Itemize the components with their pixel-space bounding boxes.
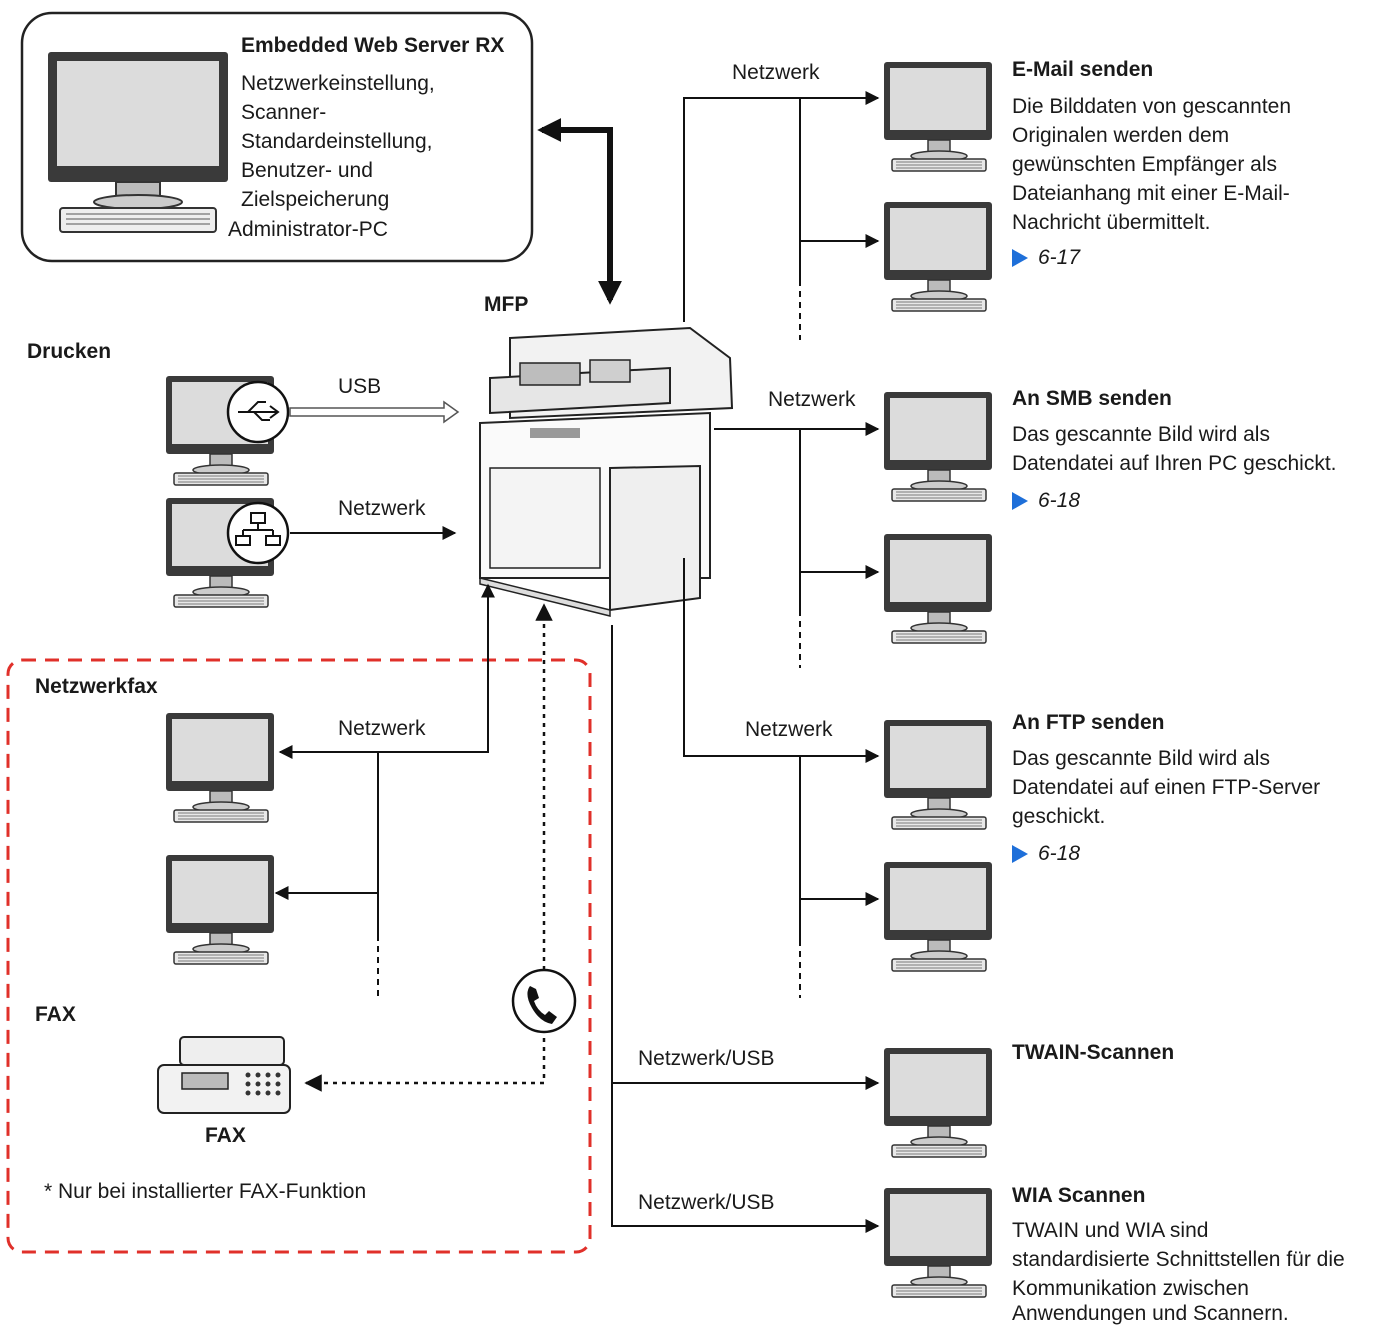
ftp-ref-link[interactable]: 6-18 [1012, 839, 1080, 868]
smb-line-label: Netzwerk [768, 388, 856, 411]
email-ref: 6-17 [1038, 246, 1081, 269]
smb-title: An SMB senden [1012, 387, 1172, 410]
email-desc-4: Dateianhang mit einer E-Mail- [1012, 182, 1290, 205]
email-desc-1: Die Bilddaten von gescannten [1012, 95, 1292, 118]
admin-pc-caption: Administrator-PC [228, 218, 388, 241]
wia-title: WIA Scannen [1012, 1184, 1146, 1207]
admin-box [20, 11, 534, 263]
admin-box-title: Embedded Web Server RX [241, 34, 505, 57]
admin-mfp-link [537, 118, 622, 305]
ref-triangle-icon [1012, 492, 1028, 510]
fax-note: * Nur bei installierter FAX-Funktion [44, 1180, 367, 1203]
netfax-title: Netzwerkfax [35, 675, 158, 698]
fax-device-label: FAX [205, 1124, 246, 1147]
print-usb-label: USB [338, 375, 382, 398]
fax-device-icon [157, 1036, 291, 1114]
smb-pc-1 [883, 391, 993, 502]
wia-desc-4: Anwendungen und Scannern. [1012, 1302, 1289, 1325]
fax-title: FAX [35, 1003, 76, 1026]
mfp-device [479, 326, 734, 617]
ftp-desc-2: Datendatei auf einen FTP-Server [1012, 776, 1321, 799]
ref-triangle-icon [1012, 845, 1028, 863]
smb-ref-link[interactable]: 6-18 [1012, 486, 1080, 515]
smb-desc-2: Datendatei auf Ihren PC geschickt. [1012, 452, 1337, 475]
ftp-ref: 6-18 [1038, 842, 1081, 865]
email-desc-2: Originalen werden dem [1012, 124, 1230, 147]
ftp-line-label: Netzwerk [745, 718, 833, 741]
netfax-network-label: Netzwerk [338, 717, 426, 740]
email-ref-link[interactable]: 6-17 [1012, 243, 1080, 272]
wia-desc-2: standardisierte Schnittstellen für die [1012, 1248, 1345, 1271]
twain-wia-link [611, 625, 880, 1233]
ftp-desc-3: geschickt. [1012, 805, 1106, 828]
phone-icon [511, 968, 577, 1034]
usb-icon [226, 380, 290, 444]
smb-pc-2 [883, 533, 993, 644]
usb-arrow [289, 400, 460, 424]
netfax-pc-1 [165, 712, 275, 823]
email-link [683, 91, 880, 322]
email-line-label: Netzwerk [732, 61, 820, 84]
mfp-label: MFP [484, 293, 529, 316]
ftp-desc-1: Das gescannte Bild wird als [1012, 747, 1270, 770]
smb-desc-1: Das gescannte Bild wird als [1012, 423, 1270, 446]
ftp-pc-1 [883, 719, 993, 830]
wia-desc-1: TWAIN und WIA sind [1012, 1219, 1209, 1242]
email-title: E-Mail senden [1012, 58, 1154, 81]
smb-ref: 6-18 [1038, 489, 1081, 512]
netfax-pc-2 [165, 854, 275, 965]
admin-box-line-4: Benutzer- und [241, 159, 373, 182]
email-pc-1 [883, 61, 993, 172]
wia-line-label: Netzwerk/USB [638, 1191, 775, 1214]
wia-pc [883, 1187, 993, 1298]
fax-line [304, 603, 553, 1092]
twain-title: TWAIN-Scannen [1012, 1041, 1175, 1064]
wia-desc-3: Kommunikation zwischen [1012, 1277, 1249, 1300]
netfax-box [6, 658, 592, 1254]
admin-box-line-5: Zielspeicherung [241, 188, 390, 211]
print-title: Drucken [27, 340, 112, 363]
twain-pc [883, 1047, 993, 1158]
ftp-title: An FTP senden [1012, 711, 1165, 734]
email-desc-3: gewünschten Empfänger als [1012, 153, 1277, 176]
admin-box-line-1: Netzwerkeinstellung, [241, 72, 435, 95]
ref-triangle-icon [1012, 249, 1028, 267]
admin-box-line-2: Scanner- [241, 101, 327, 124]
ftp-link [683, 558, 880, 763]
email-desc-5: Nachricht übermittelt. [1012, 211, 1211, 234]
email-pc-2 [883, 201, 993, 312]
admin-pc-icon [48, 52, 228, 233]
admin-box-line-3: Standardeinstellung, [241, 130, 433, 153]
twain-line-label: Netzwerk/USB [638, 1047, 775, 1070]
ftp-pc-2 [883, 861, 993, 972]
print-network-label: Netzwerk [338, 497, 426, 520]
network-icon [226, 501, 290, 565]
